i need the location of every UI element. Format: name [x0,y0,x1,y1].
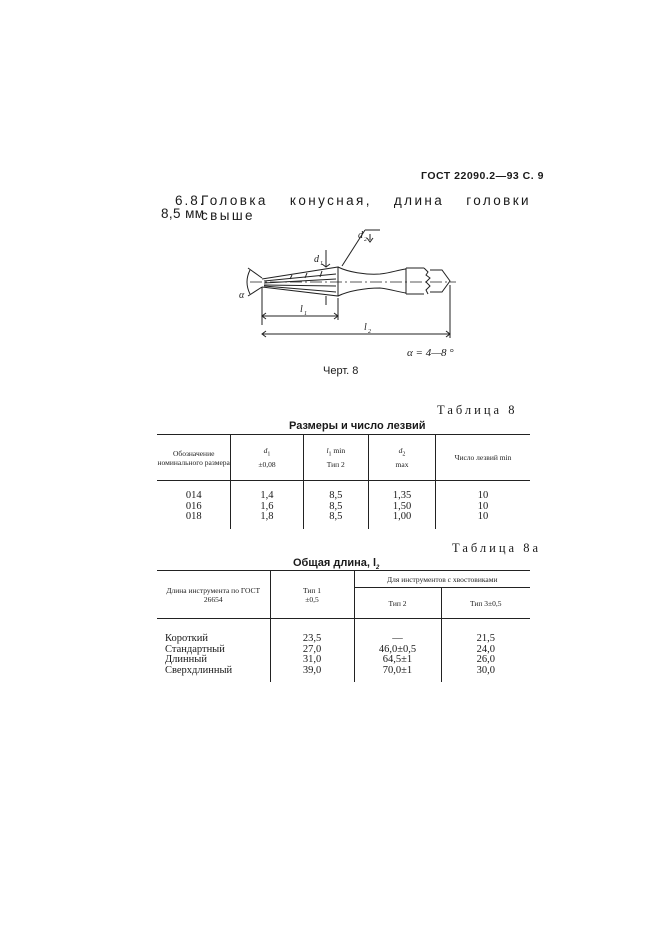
table-row: 016 1,6 8,5 1,50 10 [157,500,530,512]
t8a-type2-label: Тип 2 [388,598,407,608]
t8-col-blades: Число лезвий min [435,434,530,481]
t8-cell: 016 [157,501,232,512]
t8a-cell: 70,0±1 [354,665,442,676]
label-d1: d [314,254,320,265]
t8-cell: 014 [157,480,232,502]
t8a-cell: 24,0 [476,643,495,655]
t8a-type1-label: Тип 1 [302,585,322,595]
table8a: Длина инструмента по ГОСТ 26654 Тип 1 ±0… [157,570,530,682]
t8-cell: 1,6 [230,501,304,512]
t8-col-d1: d1 ±0,08 [230,434,304,481]
label-l2-sub: 2 [368,329,371,335]
table-row: Стандартный 27,0 46,0±0,5 24,0 [157,643,530,655]
t8-cell: 1,8 [230,511,304,523]
table8-caption: Размеры и число лезвий [289,420,426,432]
t8-cell: 10 [477,511,489,522]
t8-l1-sub: 1 [328,451,332,458]
table-row: 014 1,4 8,5 1,35 10 [157,480,530,502]
label-d2: d [358,230,364,241]
t8a-cell: Стандартный [157,644,271,655]
t8a-type3-label: Тип 3±0,5 [469,598,502,608]
t8a-col-type3: Тип 3±0,5 [441,587,530,619]
t8-cell: 1,00 [368,511,437,523]
table-row: 018 1,8 8,5 1,00 10 [157,511,530,523]
t8-d1-symbol: d [263,446,268,456]
table-row: Длинный 31,0 64,5±1 26,0 [157,654,530,666]
tool-drawing: d 1 d 2 l 1 l 2 α [239,229,456,338]
table8-label: Таблица 8 [437,403,518,417]
drawing-caption: Черт. 8 [323,365,359,377]
t8a-cell: — [354,618,442,645]
table8a-label: Таблица 8а [452,541,542,555]
t8-l1-symbol: l [326,446,329,456]
table8a-caption: Общая длина, l2 [293,557,379,571]
t8-cell: 8,5 [303,501,370,512]
label-alpha: α [239,290,245,301]
t8a-cell: 26,0 [476,654,495,665]
t8-blades-label: Число лезвий min [454,453,512,462]
table-row: Сверхдлинный 39,0 70,0±1 30,0 [157,664,530,676]
section-number: 6.8. [175,193,206,208]
table8a-caption-text: Общая длина, l [293,557,377,569]
t8-cell: 8,5 [303,480,370,502]
label-l1-sub: 1 [304,311,307,317]
section-title-continuation: 8,5 мм [161,206,205,221]
section-title: Головка конусная, длина головки свыше [201,193,531,223]
t8-l1-type: Тип 2 [326,459,345,469]
table-row: Короткий 23,5 — 21,5 [157,618,530,645]
t8-col-l1: l1 min Тип 2 [303,434,370,481]
t8-cell: 10 [477,490,489,501]
t8a-type1-tol: ±0,5 [305,594,319,604]
t8-cell: 1,35 [368,480,437,502]
label-l1: l [300,304,303,315]
label-l2: l [364,322,367,333]
t8a-cell: 23,5 [270,618,355,645]
t8a-col-length: Длина инструмента по ГОСТ 26654 [157,570,271,619]
t8-col-d2: d2 max [368,434,437,481]
table8: Обозначение номинального размера d1 ±0,0… [157,434,530,529]
t8a-cell: 64,5±1 [354,654,442,666]
t8a-cell: 31,0 [270,654,355,666]
t8-d2-max: max [395,459,409,469]
t8-l1-min: min [333,446,346,456]
t8a-cell: Длинный [157,654,271,666]
t8a-cell: 39,0 [270,665,355,676]
t8-d1-tolerance: ±0,08 [258,459,276,469]
label-d2-sub: 2 [364,237,367,243]
page-header: ГОСТ 22090.2—93 С. 9 [421,170,544,182]
t8-d2-sub: 2 [402,451,406,458]
t8-cell: 10 [477,500,489,512]
t8-cell: 1,50 [368,501,437,512]
t8a-cell: Сверхдлинный [157,665,271,676]
t8a-cell: 27,0 [270,644,355,655]
t8a-cell: 30,0 [476,664,495,676]
t8a-shank-group-label: Для инструментов с хвостовиками [387,574,498,584]
t8a-col-type2: Тип 2 [354,587,442,619]
table8a-caption-sub: 2 [376,565,380,572]
t8a-cell: 21,5 [476,633,495,644]
t8-cell: 8,5 [303,511,370,523]
angle-note: α = 4—8 ° [407,347,454,359]
t8-d1-sub: 1 [267,451,271,458]
t8-d2-symbol: d [398,446,403,456]
t8-cell: 1,4 [230,480,304,502]
t8-cell: 018 [157,511,232,523]
t8a-cell: 46,0±0,5 [354,644,442,655]
label-d1-sub: 1 [320,261,323,267]
t8a-cell: Короткий [157,618,271,645]
t8a-col-type1: Тип 1 ±0,5 [270,570,355,619]
t8a-length-label: Длина инструмента по ГОСТ 26654 [166,585,261,604]
t8a-col-shank-group: Для инструментов с хвостовиками [354,570,530,588]
t8-designation-label: Обозначение номинального размера [157,448,230,467]
t8-col-designation: Обозначение номинального размера [157,434,232,481]
